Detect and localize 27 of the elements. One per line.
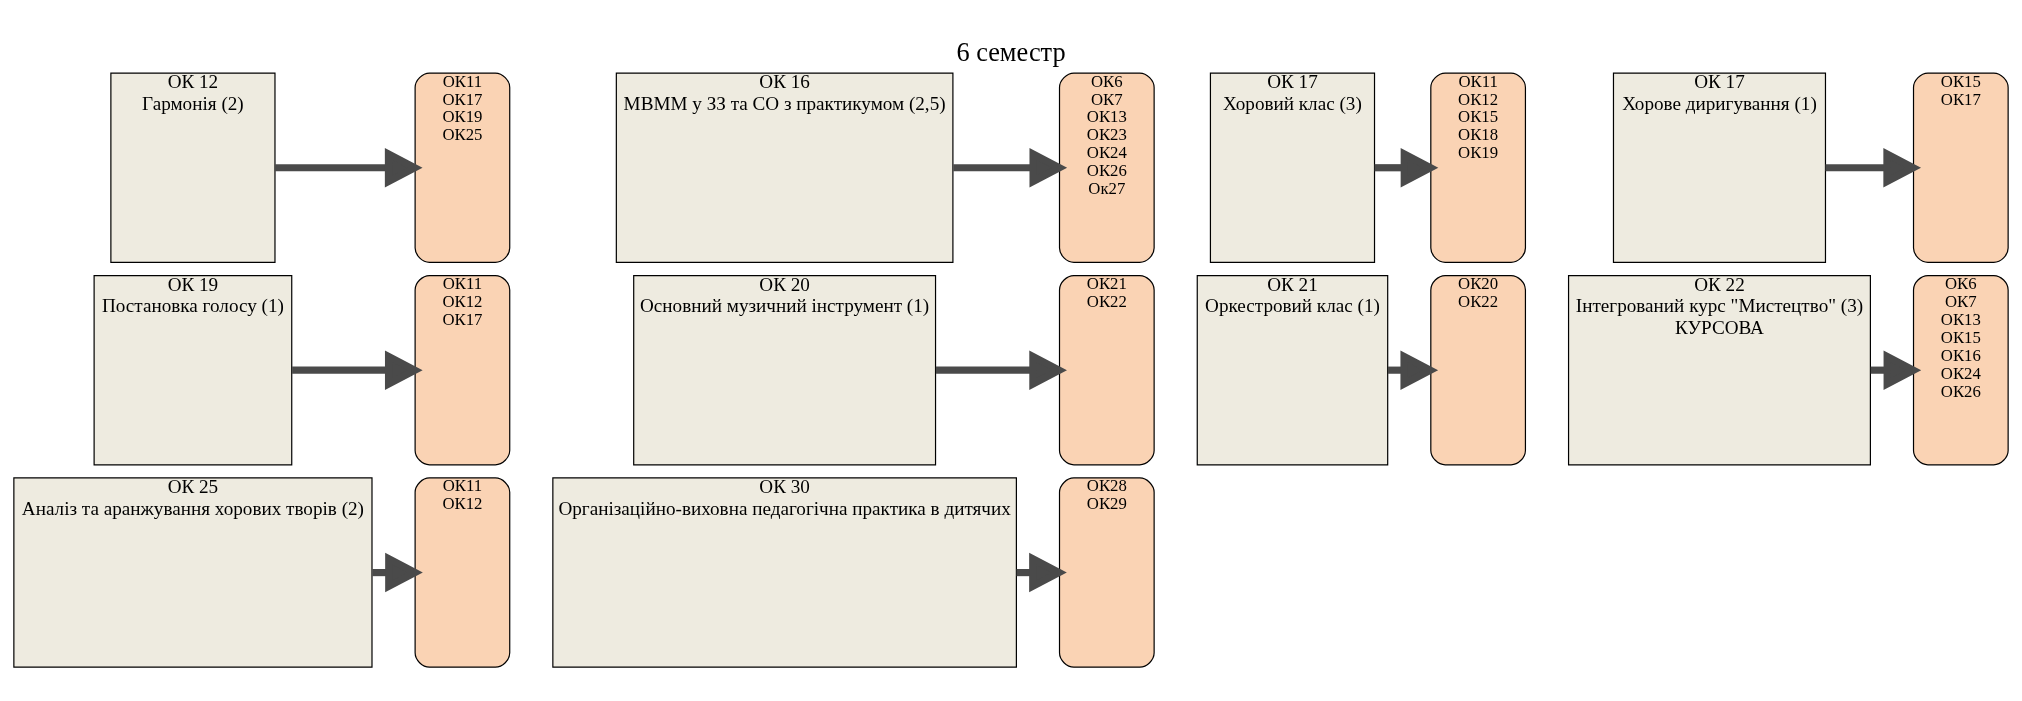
node-box: ОК20 ОК22 xyxy=(1430,274,1527,465)
node-box: ОК6 ОК7 ОК13 ОК23 ОК24 ОК26 Ок27 xyxy=(1058,72,1155,263)
arrow xyxy=(935,349,1067,390)
node-box: ОК 30 Організаційно-виховна педагогічна практика в дитячих xyxy=(552,476,1017,668)
arrow xyxy=(1374,147,1439,188)
node-box: ОК 16 МВММ у ЗЗ та СО з практикумом (2,5) xyxy=(615,72,954,263)
node-box: ОК6 ОК7 ОК13 ОК15 ОК16 ОК24 ОК26 xyxy=(1912,274,2009,465)
arrow xyxy=(292,349,423,390)
node-box: ОК 12 Гармонія (2) xyxy=(110,72,276,263)
node-box: ОК11 ОК12 ОК15 ОК18 ОК19 xyxy=(1430,72,1527,263)
node-box: ОК11 ОК12 ОК17 xyxy=(414,274,511,465)
node-box: ОК15 ОК17 xyxy=(1912,72,2009,263)
arrow xyxy=(275,147,423,188)
node-box: ОК 21 Оркестровий клас (1) xyxy=(1196,274,1389,465)
node-box: ОК28 ОК29 xyxy=(1058,476,1155,668)
node-box: ОК 17 Хорове диригування (1) xyxy=(1612,72,1827,263)
node-box: ОК11 ОК17 ОК19 ОК25 xyxy=(414,72,511,263)
node-box: ОК 25 Аналіз та аранжування хорових творів (2) xyxy=(13,476,373,668)
node-box: ОК11 ОК12 xyxy=(414,476,511,668)
node-box: ОК 22 Інтегрований курс "Мистецтво" (3) КУРСОВА xyxy=(1567,274,1871,465)
arrow xyxy=(953,147,1068,188)
node-box: ОК 17 Хоровий клас (3) xyxy=(1209,72,1376,263)
node-box: ОК21 ОК22 xyxy=(1058,274,1155,465)
diagram-title: 6 семестр xyxy=(956,37,1066,67)
node-box: ОК 20 Основний музичний інструмент (1) xyxy=(633,274,937,465)
arrow xyxy=(1825,147,1922,188)
node-box: ОК 19 Постановка голосу (1) xyxy=(93,274,293,465)
